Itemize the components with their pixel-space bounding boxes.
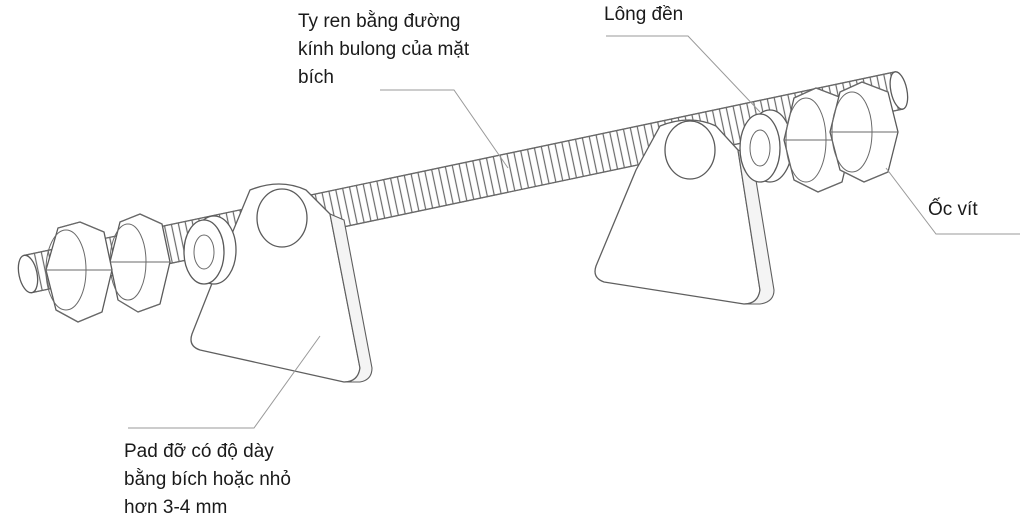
left-nut-inner xyxy=(109,213,171,313)
leader-pad xyxy=(128,335,321,429)
label-washer-line-1: Lông đền xyxy=(604,4,684,25)
label-support-pad-line-2: bằng bích hoặc nhỏ xyxy=(124,469,291,490)
rod-end-right xyxy=(889,71,909,110)
right-washer xyxy=(739,109,793,183)
label-support-pad-line-3: hơn 3-4 mm xyxy=(124,497,228,518)
rod-end-left xyxy=(17,254,39,294)
leader-nut xyxy=(885,167,1020,235)
leader-rod xyxy=(380,89,509,169)
label-washer: Lông đền xyxy=(604,1,683,29)
left-washer xyxy=(183,215,237,285)
label-nut: Ốc vít xyxy=(928,196,978,224)
leader-washer xyxy=(606,35,761,113)
label-threaded-rod-line-2: kính bulong của mặt xyxy=(298,39,470,60)
pad-left-hole xyxy=(256,188,308,248)
left-nut-outer xyxy=(45,221,113,323)
label-nut-line-1: Ốc vít xyxy=(928,199,978,220)
pad-right-hole xyxy=(664,120,716,180)
label-threaded-rod-line-3: bích xyxy=(298,67,334,88)
label-threaded-rod: Ty ren bằng đường kính bulong của mặt bí… xyxy=(298,8,469,92)
label-threaded-rod-line-1: Ty ren bằng đường xyxy=(298,11,461,32)
pad-right xyxy=(594,119,775,305)
label-support-pad-line-1: Pad đỡ có độ dày xyxy=(124,441,274,462)
right-nut-outer xyxy=(829,81,899,183)
label-support-pad: Pad đỡ có độ dày bằng bích hoặc nhỏ hơn … xyxy=(124,438,291,522)
